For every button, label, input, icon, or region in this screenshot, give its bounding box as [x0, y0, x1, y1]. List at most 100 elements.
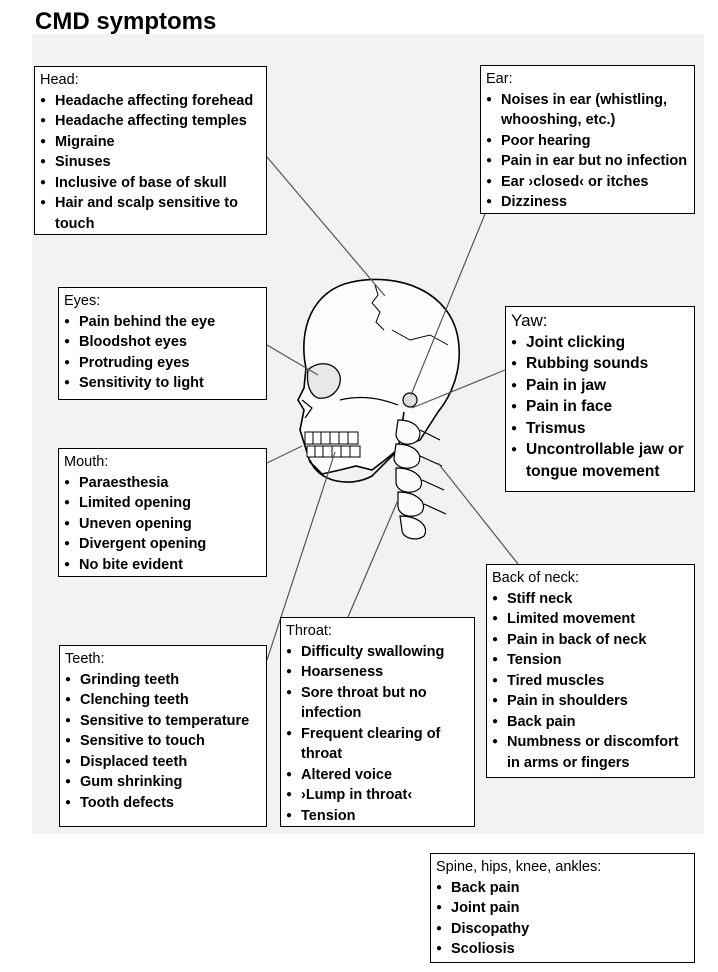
teeth-item: Displaced teeth [65, 752, 260, 773]
mouth-symptoms-box: Mouth: Paraesthesia Limited opening Unev… [58, 448, 267, 577]
ear-item: Poor hearing [486, 131, 688, 152]
yaw-item: Joint clicking [511, 332, 688, 354]
eyes-item: Bloodshot eyes [64, 332, 260, 353]
head-item: Hair and scalp sensitive to touch [40, 193, 260, 234]
yaw-item: Trismus [511, 418, 688, 440]
throat-item: Hoarseness [286, 662, 468, 683]
head-item: Headache affecting temples [40, 111, 260, 132]
yaw-item: Pain in face [511, 396, 688, 418]
connector-throat [347, 499, 399, 618]
page-title: CMD symptoms [35, 8, 217, 35]
throat-list: Difficulty swallowing Hoarseness Sore th… [286, 642, 468, 827]
neck-heading: Back of neck: [492, 570, 580, 586]
connector-neck [437, 462, 519, 565]
teeth-item: Sensitive to temperature [65, 711, 260, 732]
throat-heading: Throat: [286, 623, 332, 639]
neck-list: Stiff neck Limited movement Pain in back… [492, 589, 688, 774]
throat-item: Tension [286, 806, 468, 827]
neck-item: Tired muscles [492, 671, 688, 692]
throat-symptoms-box: Throat: Difficulty swallowing Hoarseness… [280, 617, 475, 827]
head-heading: Head: [40, 72, 79, 88]
mouth-item: Limited opening [64, 493, 260, 514]
ear-item: Noises in ear (whistling, whooshing, etc… [486, 90, 688, 131]
yaw-heading: Yaw: [511, 311, 548, 330]
spine-item: Discopathy [436, 919, 688, 940]
neck-item: Stiff neck [492, 589, 688, 610]
yaw-item: Rubbing sounds [511, 353, 688, 375]
ear-canal [402, 392, 418, 408]
neck-item: Pain in back of neck [492, 630, 688, 651]
head-item: Migraine [40, 132, 260, 153]
neck-item: Numbness or discomfort in arms or finger… [492, 732, 688, 773]
teeth-item: Clenching teeth [65, 690, 260, 711]
nasal-cavity [301, 399, 313, 419]
yaw-symptoms-box: Yaw: Joint clicking Rubbing sounds Pain … [505, 306, 695, 492]
teeth-item: Gum shrinking [65, 772, 260, 793]
spine-item: Back pain [436, 878, 688, 899]
spine-hips-knee-ankles-box: Spine, hips, knee, ankles: Back pain Joi… [430, 853, 695, 963]
connector-yaw [411, 369, 506, 409]
head-item: Sinuses [40, 152, 260, 173]
teeth-item: Sensitive to touch [65, 731, 260, 752]
yaw-item: Uncontrollable jaw or tongue movement [511, 439, 688, 482]
yaw-item: Pain in jaw [511, 375, 688, 397]
spine-heading: Spine, hips, knee, ankles: [436, 859, 602, 875]
connector-teeth [266, 451, 336, 661]
spine-item: Joint pain [436, 898, 688, 919]
ear-item: Pain in ear but no infection [486, 151, 688, 172]
eyes-item: Pain behind the eye [64, 312, 260, 333]
connector-eyes [266, 344, 319, 376]
neck-item: Back pain [492, 712, 688, 733]
eyes-heading: Eyes: [64, 293, 101, 309]
teeth-list: Grinding teeth Clenching teeth Sensitive… [65, 670, 260, 814]
ear-heading: Ear: [486, 71, 513, 87]
cranium-outline [297, 278, 460, 475]
mouth-item: Uneven opening [64, 514, 260, 535]
throat-item: ›Lump in throat‹ [286, 785, 468, 806]
teeth-symptoms-box: Teeth: Grinding teeth Clenching teeth Se… [59, 645, 267, 827]
ear-item: Ear ›closed‹ or itches [486, 172, 688, 193]
eyes-item: Protruding eyes [64, 353, 260, 374]
eyes-item: Sensitivity to light [64, 373, 260, 394]
mouth-item: Paraesthesia [64, 473, 260, 494]
cheekbone [339, 396, 399, 406]
mouth-heading: Mouth: [64, 454, 109, 470]
connector-lines [266, 156, 519, 661]
teeth-item: Grinding teeth [65, 670, 260, 691]
ear-list: Noises in ear (whistling, whooshing, etc… [486, 90, 688, 213]
throat-item: Altered voice [286, 765, 468, 786]
lower-teeth [306, 445, 361, 458]
connector-head [266, 156, 386, 297]
mouth-list: Paraesthesia Limited opening Uneven open… [64, 473, 260, 576]
neck-item: Limited movement [492, 609, 688, 630]
ear-symptoms-box: Ear: Noises in ear (whistling, whooshing… [480, 65, 695, 214]
head-list: Headache affecting forehead Headache aff… [40, 91, 260, 235]
mandible [309, 411, 405, 483]
eyes-list: Pain behind the eye Bloodshot eyes Protr… [64, 312, 260, 394]
connector-mouth [266, 445, 303, 464]
eyes-symptoms-box: Eyes: Pain behind the eye Bloodshot eyes… [58, 287, 267, 400]
head-symptoms-box: Head: Headache affecting forehead Headac… [34, 66, 267, 235]
ear-item: Dizziness [486, 192, 688, 213]
cranial-suture [371, 284, 449, 346]
throat-item: Sore throat but no infection [286, 683, 468, 724]
head-item: Inclusive of base of skull [40, 173, 260, 194]
teeth-item: Tooth defects [65, 793, 260, 814]
neck-item: Pain in shoulders [492, 691, 688, 712]
upper-teeth [304, 431, 359, 445]
spine-item: Scoliosis [436, 939, 688, 960]
neck-item: Tension [492, 650, 688, 671]
spine-list: Back pain Joint pain Discopathy Scoliosi… [436, 878, 688, 960]
connector-ear [410, 213, 486, 396]
teeth-heading: Teeth: [65, 651, 105, 667]
mouth-item: No bite evident [64, 555, 260, 576]
throat-item: Difficulty swallowing [286, 642, 468, 663]
head-item: Headache affecting forehead [40, 91, 260, 112]
eye-socket [306, 363, 341, 399]
cervical-spine [393, 419, 447, 540]
throat-item: Frequent clearing of throat [286, 724, 468, 765]
yaw-list: Joint clicking Rubbing sounds Pain in ja… [511, 332, 688, 483]
mouth-item: Divergent opening [64, 534, 260, 555]
back-of-neck-symptoms-box: Back of neck: Stiff neck Limited movemen… [486, 564, 695, 778]
